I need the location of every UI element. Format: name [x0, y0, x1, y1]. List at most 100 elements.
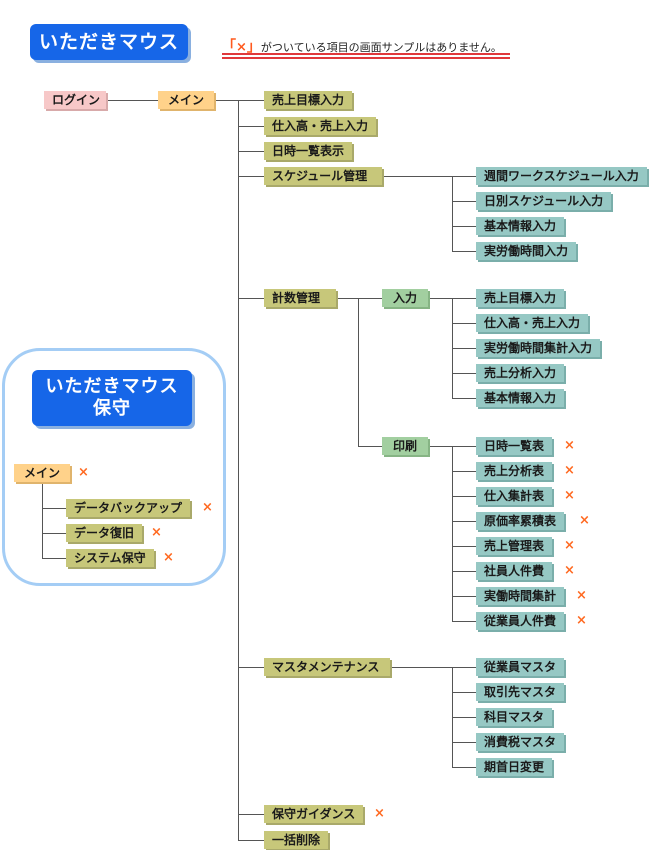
connector — [452, 201, 476, 202]
connector — [452, 621, 476, 622]
connector — [358, 446, 382, 447]
connector — [238, 100, 239, 840]
connector — [358, 298, 359, 446]
node-schedule-child: 週間ワークスケジュール入力 — [476, 167, 647, 185]
connector — [390, 667, 476, 668]
no-sample-x-icon: × — [163, 550, 174, 565]
no-sample-x-icon: × — [576, 588, 587, 603]
node-input: 入力 — [382, 289, 428, 307]
legend-underline-2 — [222, 57, 510, 59]
connector — [238, 667, 264, 668]
connector — [452, 767, 476, 768]
connector — [238, 840, 264, 841]
connector — [452, 323, 476, 324]
node-print-child: 日時一覧表 — [476, 437, 553, 455]
connector — [452, 496, 476, 497]
node-sales-target: 売上目標入力 — [264, 91, 353, 109]
node-input-child: 売上分析入力 — [476, 364, 565, 382]
node-print-child: 売上分析表 — [476, 462, 553, 480]
no-sample-x-icon: × — [202, 500, 213, 515]
node-daily-list: 日時一覧表示 — [264, 142, 353, 160]
node-print-child: 社員人件費 — [476, 562, 553, 580]
no-sample-x-icon: × — [564, 563, 575, 578]
node-counting: 計数管理 — [264, 289, 336, 307]
node-schedule-child: 実労働時間入力 — [476, 242, 577, 260]
node-input-child: 基本情報入力 — [476, 389, 565, 407]
node-main: メイン — [158, 91, 214, 109]
connector — [106, 100, 158, 101]
connector — [452, 251, 476, 252]
legend-open-bracket: 「 — [222, 39, 236, 55]
connector — [452, 348, 476, 349]
node-print-child: 売上管理表 — [476, 537, 553, 555]
node-schedule-child: 日別スケジュール入力 — [476, 192, 612, 210]
legend-underline-1 — [222, 53, 510, 55]
node-master-child: 期首日変更 — [476, 758, 553, 776]
legend-close-bracket: 」 — [246, 39, 261, 55]
connector — [452, 717, 476, 718]
maintenance-title-line1: いただきマウス — [45, 376, 179, 397]
no-sample-x-icon: × — [374, 806, 385, 821]
connector — [336, 298, 382, 299]
legend-text: がついている項目の画面サンプルはありません。 — [260, 41, 502, 54]
connector — [452, 471, 476, 472]
node-schedule: スケジュール管理 — [264, 167, 382, 185]
maintenance-title: いただきマウス 保守 — [32, 370, 192, 426]
connector — [238, 298, 264, 299]
connector — [452, 373, 476, 374]
node-login: ログイン — [44, 91, 106, 109]
connector — [452, 521, 476, 522]
connector — [452, 226, 476, 227]
node-input-child: 仕入高・売上入力 — [476, 314, 589, 332]
connector — [382, 176, 476, 177]
node-purchase-sales: 仕入高・売上入力 — [264, 117, 377, 135]
connector — [452, 546, 476, 547]
node-print: 印刷 — [382, 437, 428, 455]
connector — [42, 558, 66, 559]
maintenance-title-line2: 保守 — [93, 398, 131, 419]
node-input-child: 実労働時間集計入力 — [476, 339, 601, 357]
connector — [452, 571, 476, 572]
node-guidance: 保守ガイダンス — [264, 805, 364, 823]
node-master-child: 消費税マスタ — [476, 733, 565, 751]
maintenance-child: データ復旧 — [66, 524, 143, 542]
connector — [452, 742, 476, 743]
connector — [238, 814, 264, 815]
connector — [42, 533, 66, 534]
node-print-child: 仕入集計表 — [476, 487, 553, 505]
node-print-child: 原価率累積表 — [476, 512, 565, 530]
node-master-child: 取引先マスタ — [476, 683, 565, 701]
app-title: いただきマウス — [30, 24, 188, 60]
node-bulk-delete: 一括削除 — [264, 831, 329, 849]
no-sample-x-icon: × — [78, 465, 89, 480]
connector — [214, 100, 264, 101]
node-master-child: 従業員マスタ — [476, 658, 565, 676]
connector — [452, 596, 476, 597]
connector — [238, 176, 264, 177]
no-sample-x-icon: × — [151, 525, 162, 540]
connector — [42, 508, 66, 509]
legend-x-icon: × — [236, 40, 247, 55]
no-sample-x-icon: × — [564, 488, 575, 503]
no-sample-x-icon: × — [576, 613, 587, 628]
no-sample-x-icon: × — [564, 438, 575, 453]
no-sample-x-icon: × — [564, 463, 575, 478]
connector — [452, 398, 476, 399]
connector — [238, 126, 264, 127]
maintenance-child: データバックアップ — [66, 499, 191, 517]
connector — [452, 176, 453, 251]
maintenance-frame — [2, 348, 226, 586]
connector — [42, 473, 43, 558]
connector — [452, 446, 453, 621]
node-print-child: 従業員人件費 — [476, 612, 565, 630]
connector — [238, 151, 264, 152]
node-master: マスタメンテナンス — [264, 658, 390, 676]
legend-note: 「×」がついている項目の画面サンプルはありません。 — [222, 36, 502, 56]
node-input-child: 売上目標入力 — [476, 289, 565, 307]
node-print-child: 実働時間集計 — [476, 587, 565, 605]
node-schedule-child: 基本情報入力 — [476, 217, 565, 235]
maintenance-main: メイン — [14, 464, 70, 482]
connector — [452, 692, 476, 693]
no-sample-x-icon: × — [564, 538, 575, 553]
node-master-child: 科目マスタ — [476, 708, 553, 726]
